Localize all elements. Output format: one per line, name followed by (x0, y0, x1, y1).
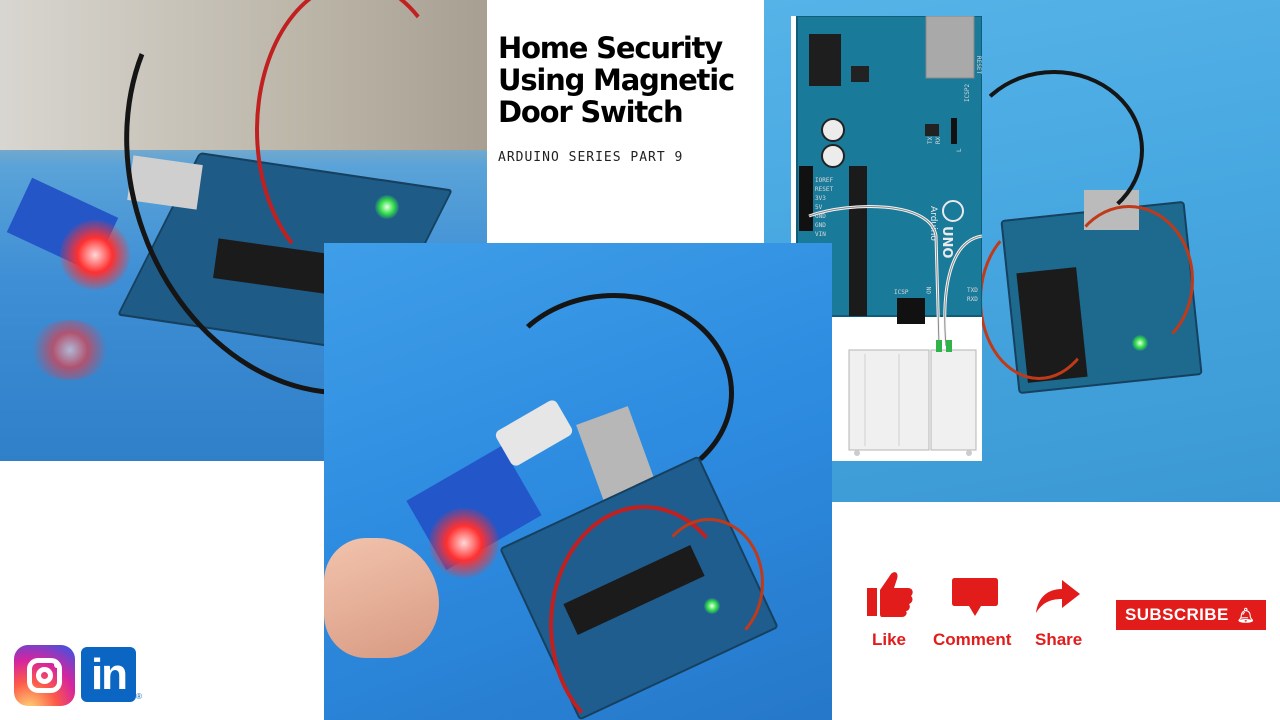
board-label: TX (927, 136, 934, 144)
board-label: ON (926, 286, 933, 294)
pin-label: RESET (815, 186, 833, 193)
red-wire (549, 505, 739, 720)
wiring-diagram-svg: IOREF RESET 3V3 5V GND GND VIN A0 A1 A2 … (796, 16, 982, 456)
subscribe-button[interactable]: SUBSCRIBE 🔔︎ (1116, 600, 1266, 630)
series-subtitle: ARDUINO SERIES PART 9 (498, 150, 684, 165)
board-label: ICSP2 (964, 84, 971, 102)
comment-label[interactable]: Comment (933, 630, 1012, 649)
share-label[interactable]: Share (1035, 630, 1083, 649)
red-led-reflection (30, 320, 110, 380)
like-label[interactable]: Like (872, 630, 907, 649)
pin-label: IOREF (815, 177, 833, 184)
pin-label: VIN (815, 231, 826, 238)
registered-mark: ® (136, 692, 142, 701)
board-label: L (956, 148, 963, 152)
board-label: TXD (967, 287, 978, 294)
title-line-2: Using Magnetic (498, 63, 735, 97)
red-led-glow (429, 508, 499, 578)
subscribe-label: SUBSCRIBE (1125, 605, 1229, 624)
instagram-lens (36, 667, 53, 684)
board-label: RX (935, 136, 942, 144)
board-model: UNO (939, 226, 954, 259)
board-name: Arduino (928, 206, 938, 241)
instagram-dot (54, 662, 60, 668)
pin-label: GND (815, 213, 826, 220)
wiring-diagram: IOREF RESET 3V3 5V GND GND VIN A0 A1 A2 … (791, 16, 982, 461)
red-led-glow (60, 220, 130, 290)
comment-icon[interactable] (951, 576, 999, 618)
thumbs-up-icon[interactable] (865, 568, 915, 620)
board-label: RXD (967, 296, 978, 303)
board-label: ICSP (894, 289, 909, 296)
red-wire (1064, 205, 1194, 355)
red-wire (654, 518, 764, 648)
title-line-1: Home Security (498, 31, 723, 65)
page-title: Home Security Using Magnetic Door Switch (498, 32, 760, 128)
photo-arduino-hand-bottom (324, 243, 832, 720)
red-wire (255, 0, 455, 280)
hand (324, 538, 439, 658)
black-cable (964, 70, 1144, 230)
instagram-ring (27, 658, 62, 693)
pin-label: GND (815, 222, 826, 229)
title-line-3: Door Switch (498, 95, 684, 129)
pin-label: 5V (815, 204, 823, 211)
photo-arduino-ir-sensor-top-left (0, 0, 487, 461)
share-arrow-icon[interactable] (1034, 577, 1082, 615)
pin-label: 3V3 (815, 195, 826, 202)
red-wire (979, 220, 1099, 380)
linkedin-text: in (90, 650, 128, 699)
linkedin-icon[interactable]: in (81, 647, 136, 702)
title-card: Home Security Using Magnetic Door Switch… (487, 0, 764, 243)
black-cable (494, 293, 734, 493)
instagram-icon[interactable] (14, 645, 75, 706)
bell-icon: 🔔︎ (1236, 606, 1255, 623)
board-label: RESET (975, 56, 982, 74)
